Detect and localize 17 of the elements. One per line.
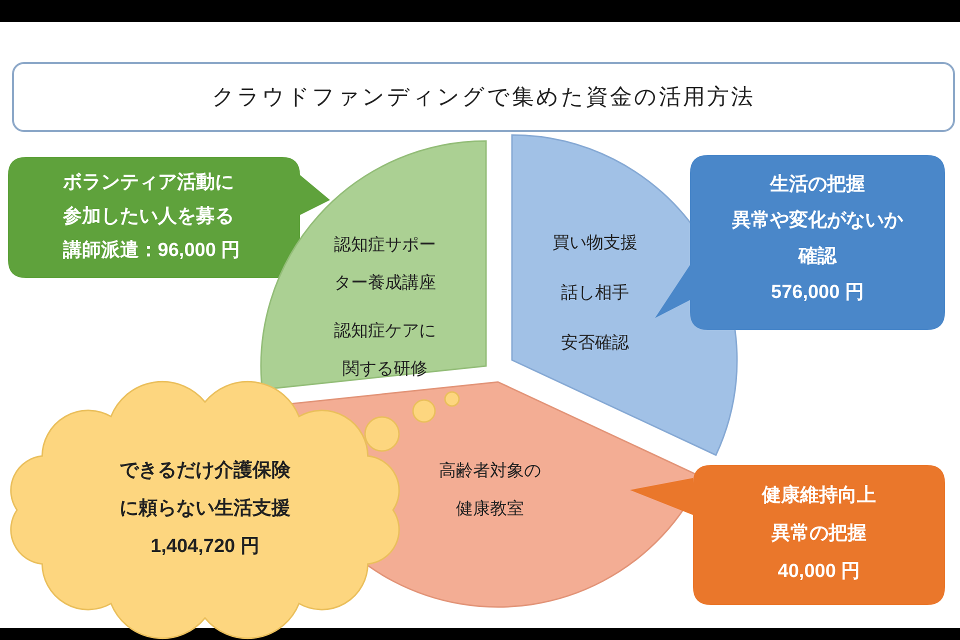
callout-text: ボランティア活動に参加したい人を募る講師派遣：96,000 円 (62, 171, 242, 263)
sector-label: 買い物支援 (552, 232, 638, 255)
callout-text: 生活の把握 (768, 173, 866, 197)
callout-text: 576,000 円 (770, 281, 865, 305)
cloud-text: できるだけ介護保険に頼らない生活支援 (118, 458, 292, 521)
sector-label: 話し相手 (560, 282, 630, 305)
callout-text: 異常の把握 (770, 522, 868, 546)
callout-text: 40,000 円 (776, 560, 862, 584)
cloud-text: 1,404,720 円 (150, 535, 260, 559)
callout-text: 異常や変化がないか確認 (731, 208, 904, 269)
sector-label: 高齢者対象の健康教室 (438, 460, 542, 521)
title-box (12, 62, 955, 132)
callout-text: 健康維持向上 (760, 484, 877, 508)
title-text: クラウドファンディングで集めた資金の活用方法 (212, 84, 755, 112)
sector-label: 認知症サポーター養成講座 (333, 234, 437, 295)
sector-label: 認知症ケアに関する研修 (333, 320, 437, 381)
sector-label: 安否確認 (560, 332, 630, 355)
